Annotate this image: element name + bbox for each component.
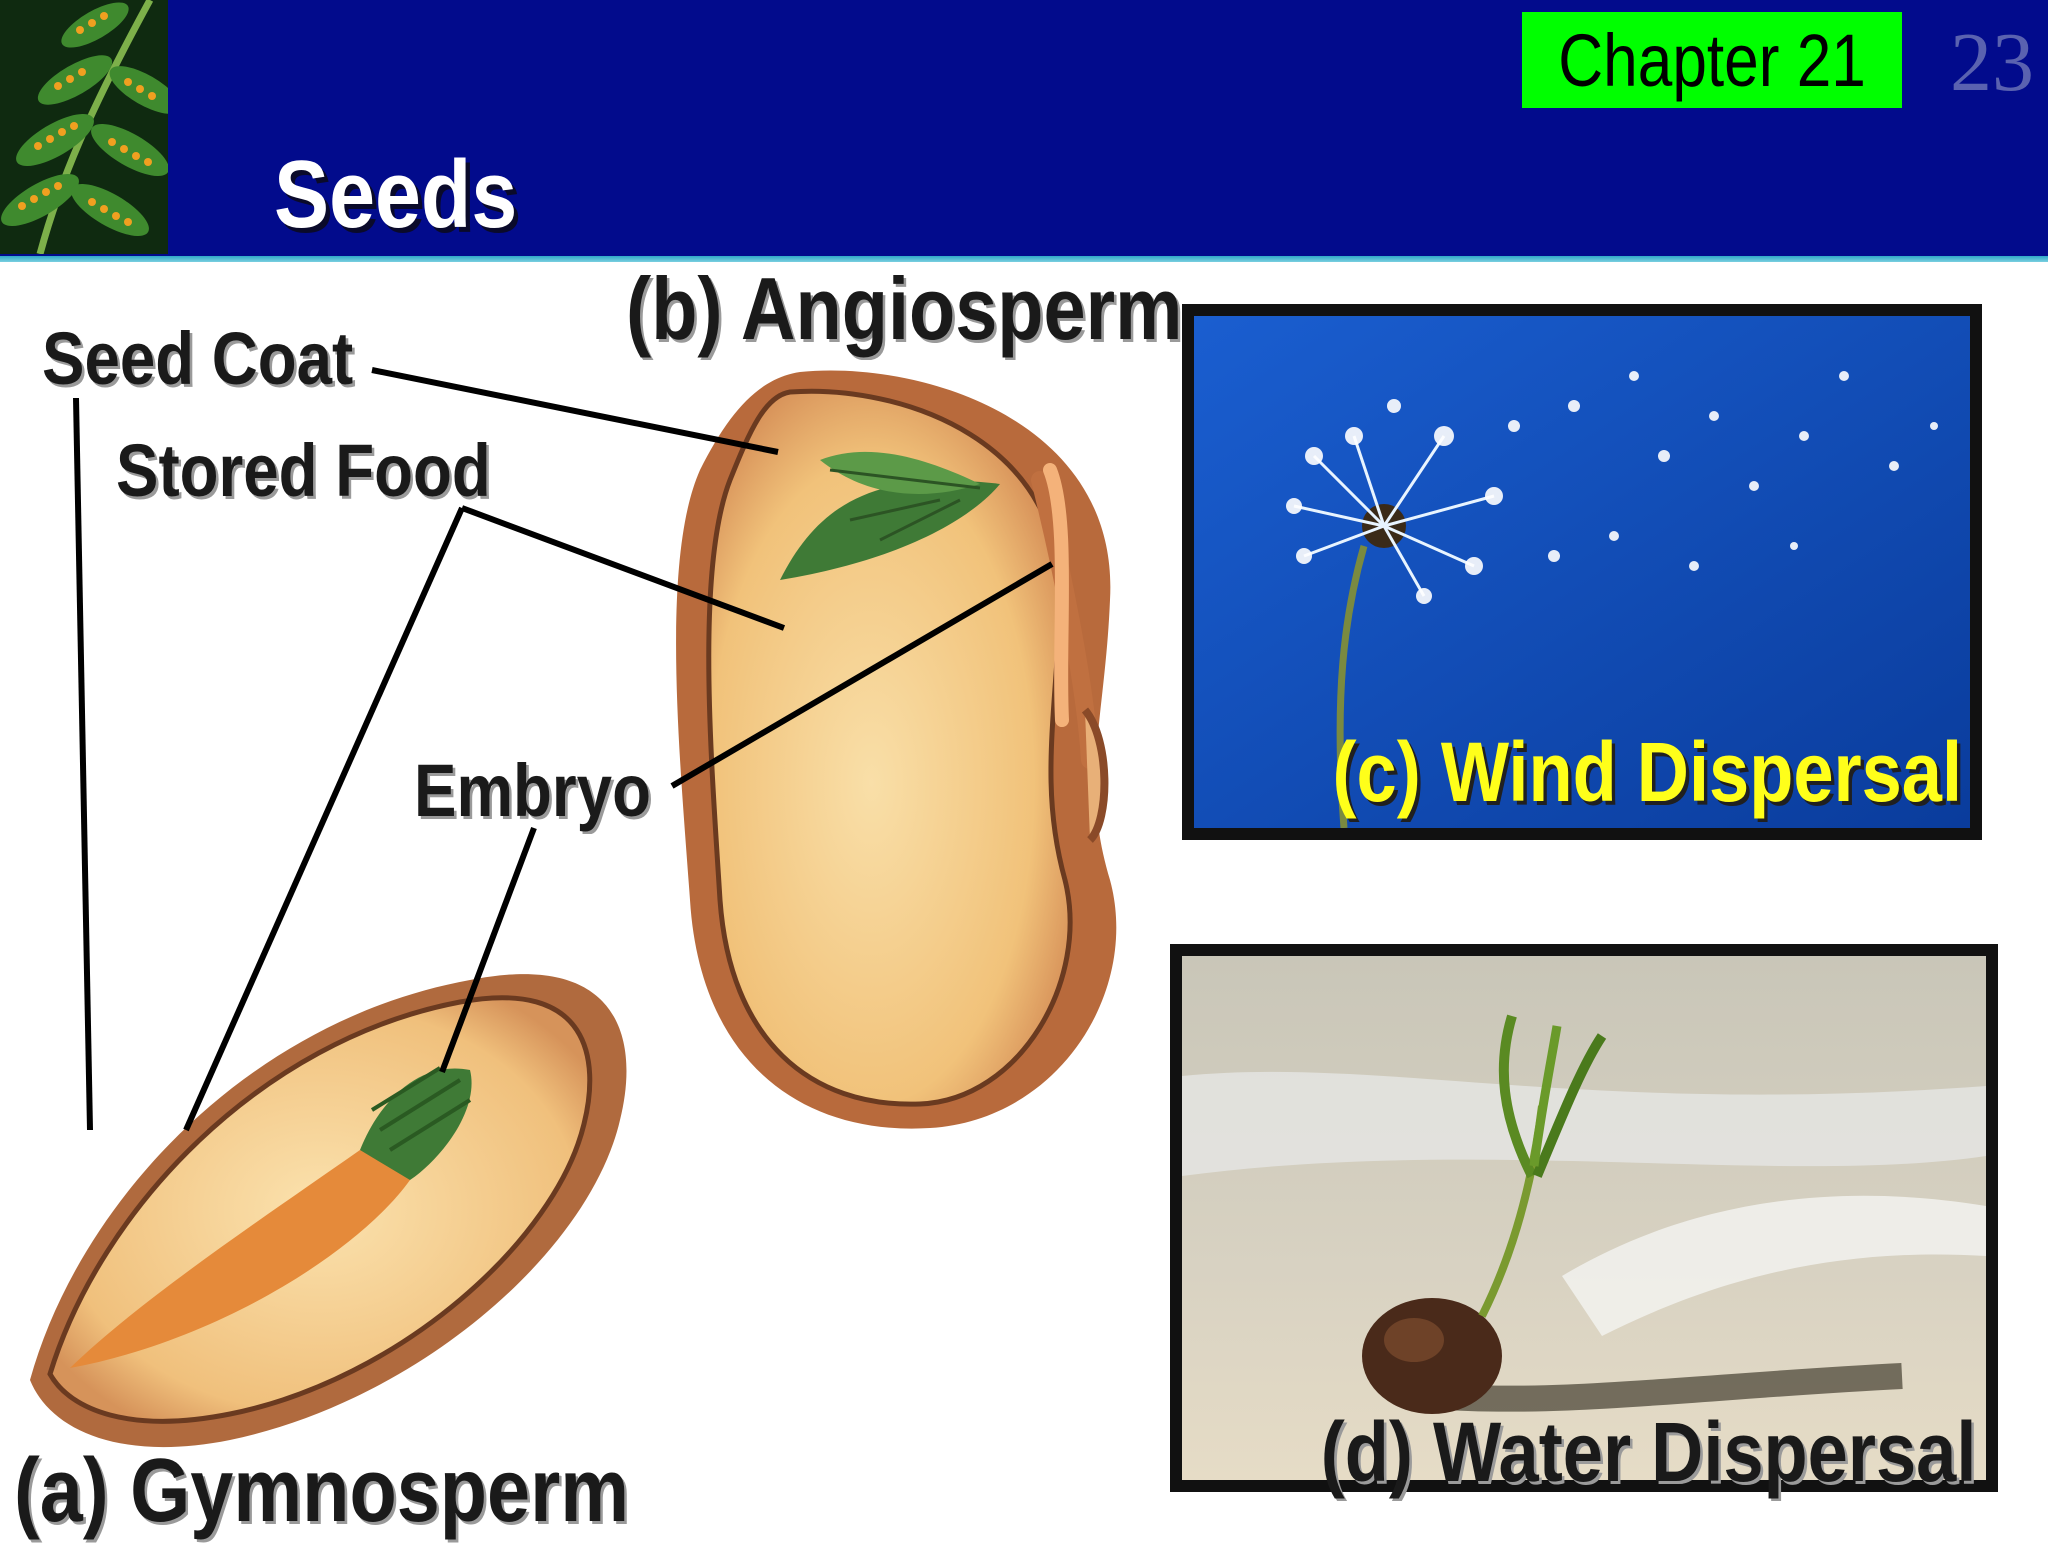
dandelion-image <box>1194 316 1970 828</box>
seed-diagram <box>30 367 1117 1448</box>
angiosperm-seed <box>676 370 1117 1129</box>
wind-dispersal-caption: (c) Wind Dispersal <box>1332 725 1962 819</box>
slide-title: Seeds <box>274 141 518 248</box>
angiosperm-label: (b) Angiosperm <box>626 259 1183 358</box>
embryo-label: Embryo <box>414 749 651 832</box>
water-dispersal-photo: (d) Water Dispersal <box>1170 944 1998 1499</box>
page-number: 23 <box>1950 16 2034 109</box>
stored-food-label: Stored Food <box>116 429 491 512</box>
seed-coat-label: Seed Coat <box>42 317 354 400</box>
water-dispersal-caption: (d) Water Dispersal <box>1320 1405 1976 1499</box>
slide-header: Seeds Chapter 21 23 <box>0 0 2048 256</box>
chapter-badge-label: Chapter 21 <box>1558 18 1866 102</box>
fern-thumbnail-image <box>0 0 168 254</box>
gymnosperm-label: (a) Gymnosperm <box>14 1441 630 1541</box>
wind-dispersal-photo: (c) Wind Dispersal <box>1182 304 1982 840</box>
header-divider <box>0 256 2048 262</box>
leader-lines <box>73 367 1054 1132</box>
gymnosperm-seed <box>30 974 627 1448</box>
chapter-badge: Chapter 21 <box>1522 12 1902 108</box>
coconut-on-beach-image <box>1182 956 1986 1480</box>
